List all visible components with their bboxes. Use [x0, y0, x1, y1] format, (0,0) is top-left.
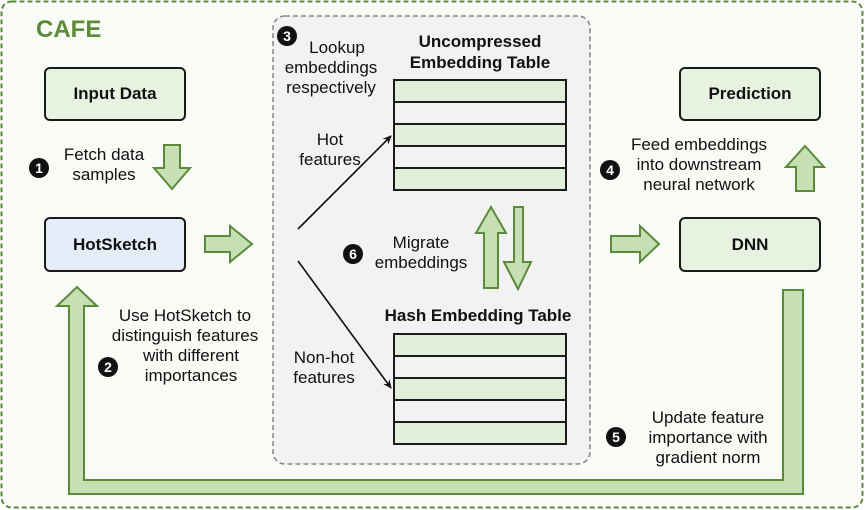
migrate-up-arrow	[474, 204, 508, 289]
table-row	[395, 125, 565, 147]
step-5-line-1: Update feature	[651, 408, 765, 427]
hot-feature-line	[297, 135, 392, 230]
non-hot-feature-line	[297, 260, 392, 389]
uncompressed-title-line-1: Uncompressed	[418, 32, 542, 51]
step-6-badge: 6	[343, 244, 363, 264]
step-2-line-1: Use HotSketch to	[118, 306, 252, 325]
hot-features-line-1: Hot	[316, 130, 344, 149]
table-row	[395, 169, 565, 189]
hot-features-line-2: features	[299, 150, 361, 169]
fetch-down-arrow	[151, 144, 193, 191]
step-1-text: Fetch data samples	[54, 145, 154, 185]
non-hot-features-line-2: features	[293, 368, 355, 387]
step-4-text: Feed embeddings into downstream neural n…	[614, 135, 784, 195]
step-2-line-2: distinguish features	[111, 326, 259, 345]
dnn-box: DNN	[679, 217, 821, 272]
diagram-title: CAFE	[36, 16, 102, 43]
hash-table-title: Hash Embedding Table	[366, 305, 590, 326]
step-2-badge: 2	[98, 357, 118, 377]
hash-title-line-1: Hash Embedding Table	[384, 306, 572, 325]
uncompressed-table-title: Uncompressed Embedding Table	[384, 31, 576, 73]
migrate-down-arrow	[502, 206, 533, 292]
table-row	[395, 103, 565, 125]
step-3-line-1: Lookup	[309, 38, 365, 57]
hotsketch-label: HotSketch	[72, 234, 158, 254]
input-data-label: Input Data	[73, 84, 157, 103]
step-5-line-2: importance with	[648, 428, 768, 447]
to-dnn-right-arrow	[610, 223, 661, 265]
hotsketch-right-arrow	[204, 223, 254, 265]
step-3-text: Lookup embeddings respectively	[275, 38, 387, 98]
table-row	[395, 401, 565, 423]
table-row	[395, 81, 565, 103]
step-4-line-2: into downstream	[636, 155, 762, 174]
step-4-line-3: neural network	[643, 175, 755, 194]
step-5-line-3: gradient norm	[655, 448, 761, 467]
prediction-box: Prediction	[679, 67, 821, 121]
hash-embedding-table	[393, 333, 567, 445]
hot-features-label: Hot features	[282, 130, 378, 170]
step-1-line-2: samples	[72, 165, 136, 184]
step-1-badge: 1	[29, 158, 49, 178]
uncompressed-embedding-table	[393, 79, 567, 191]
feedback-loop-arrow	[54, 285, 804, 495]
feed-up-arrow	[783, 144, 827, 192]
step-3-line-3: respectively	[286, 78, 376, 97]
non-hot-features-line-1: Non-hot	[293, 348, 355, 367]
step-2-text: Use HotSketch to distinguish features wi…	[95, 306, 275, 386]
step-3-line-2: embeddings	[284, 58, 378, 77]
table-row	[395, 423, 565, 443]
step-5-text: Update feature importance with gradient …	[628, 408, 788, 468]
step-5-badge: 5	[606, 427, 626, 447]
step-3-badge: 3	[277, 26, 297, 46]
uncompressed-title-line-2: Embedding Table	[409, 53, 551, 72]
step-1-line-1: Fetch data	[63, 145, 145, 164]
hotsketch-box: HotSketch	[44, 217, 186, 272]
non-hot-features-label: Non-hot features	[276, 348, 372, 388]
table-row	[395, 357, 565, 379]
input-data-box: Input Data	[44, 67, 186, 121]
prediction-label: Prediction	[708, 84, 792, 103]
step-6-line-2: embeddings	[374, 253, 468, 272]
table-row	[395, 335, 565, 357]
dnn-label: DNN	[731, 234, 769, 254]
step-6-text: Migrate embeddings	[365, 233, 477, 273]
step-6-line-1: Migrate	[392, 233, 450, 252]
step-2-line-3: with different	[142, 346, 240, 365]
step-4-line-1: Feed embeddings	[630, 135, 768, 154]
step-4-badge: 4	[600, 160, 620, 180]
step-2-line-4: importances	[144, 366, 238, 385]
table-row	[395, 379, 565, 401]
table-row	[395, 147, 565, 169]
